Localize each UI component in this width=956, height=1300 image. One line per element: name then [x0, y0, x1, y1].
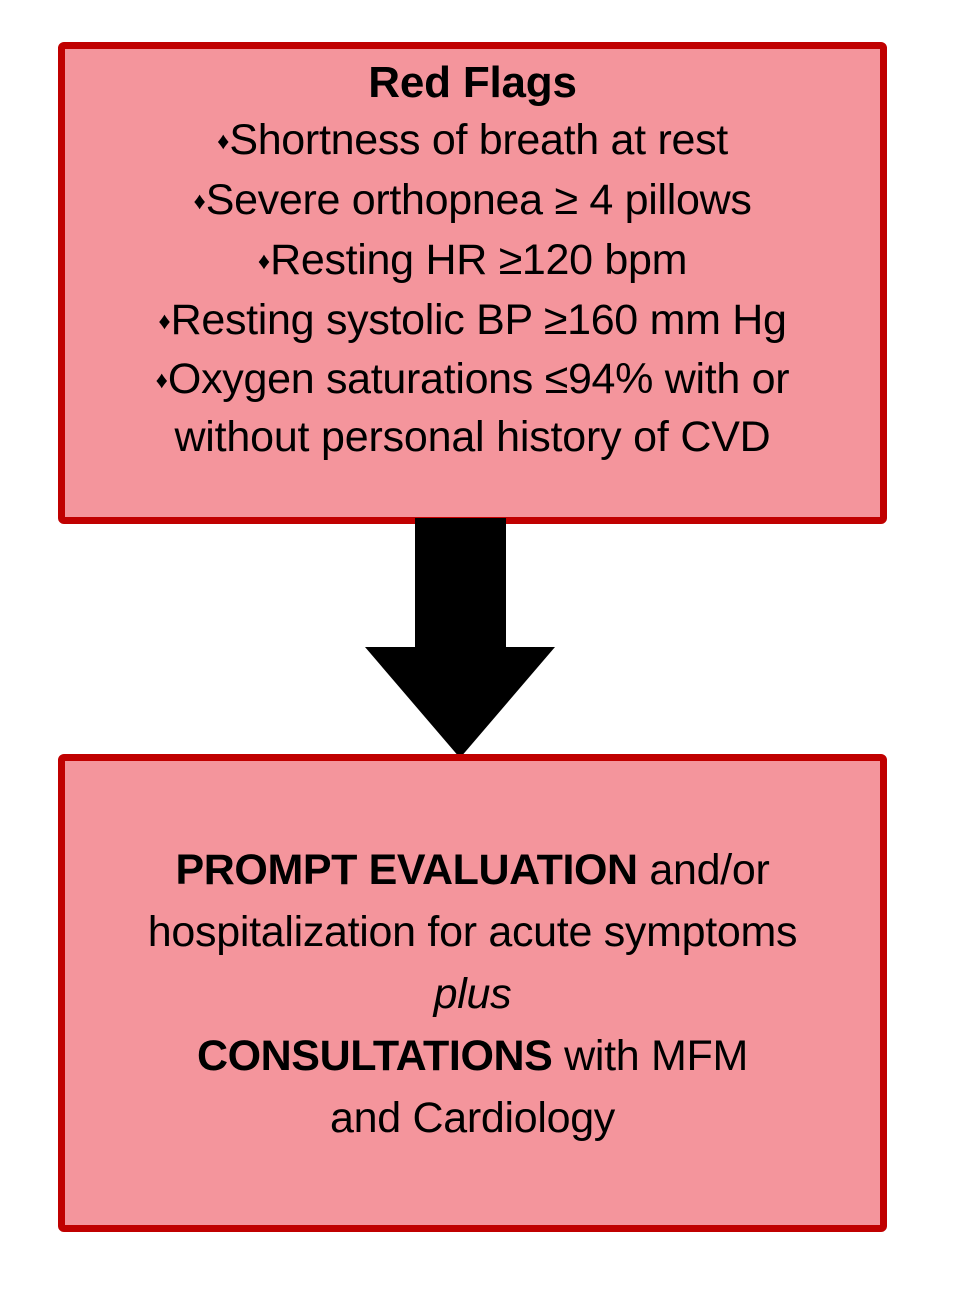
and-cardiology-label: and Cardiology [329, 1094, 616, 1142]
list-item-label: Severe orthopnea ≥ 4 pillows [205, 176, 752, 224]
andor-label: and/or [637, 846, 770, 894]
list-item-label-continued: without personal history of CVD [174, 413, 771, 461]
hospitalization-label: hospitalization for acute symptoms [147, 908, 798, 956]
list-item: ♦Resting HR ≥120 bpm [79, 231, 866, 291]
list-item: ♦Severe orthopnea ≥ 4 pillows [79, 171, 866, 231]
list-item-label: Shortness of breath at rest [229, 116, 728, 164]
red-flags-box: Red Flags ♦Shortness of breath at rest ♦… [58, 42, 887, 524]
prompt-evaluation-box: PROMPT EVALUATION and/or hospitalization… [58, 754, 887, 1232]
list-item-label: Resting HR ≥120 bpm [270, 236, 688, 284]
list-item-label: Resting systolic BP ≥160 mm Hg [170, 296, 787, 344]
action-line-5: and Cardiology [83, 1087, 862, 1149]
diamond-bullet-icon: ♦ [217, 128, 230, 155]
list-item: ♦Resting systolic BP ≥160 mm Hg [79, 291, 866, 351]
plus-label: plus [433, 970, 512, 1018]
diamond-bullet-icon: ♦ [155, 367, 168, 394]
list-item: ♦Oxygen saturations ≤94% with or without… [79, 351, 866, 465]
action-line-3: plus [83, 963, 862, 1025]
prompt-evaluation-label: PROMPT EVALUATION [175, 846, 639, 894]
list-item: ♦Shortness of breath at rest [79, 111, 866, 171]
down-arrow-icon [365, 518, 555, 758]
diamond-bullet-icon: ♦ [193, 188, 206, 215]
red-flags-list: ♦Shortness of breath at rest ♦Severe ort… [79, 111, 866, 465]
consultations-label: CONSULTATIONS [196, 1032, 553, 1080]
red-flags-title: Red Flags [368, 58, 577, 107]
action-line-4: CONSULTATIONS with MFM [83, 1025, 862, 1087]
with-mfm-label: with MFM [552, 1032, 749, 1080]
list-item-label: Oxygen saturations ≤94% with or [167, 355, 790, 403]
diamond-bullet-icon: ♦ [257, 248, 271, 275]
diamond-bullet-icon: ♦ [158, 308, 171, 335]
action-line-2: hospitalization for acute symptoms [83, 901, 862, 963]
action-line-1: PROMPT EVALUATION and/or [83, 839, 862, 901]
